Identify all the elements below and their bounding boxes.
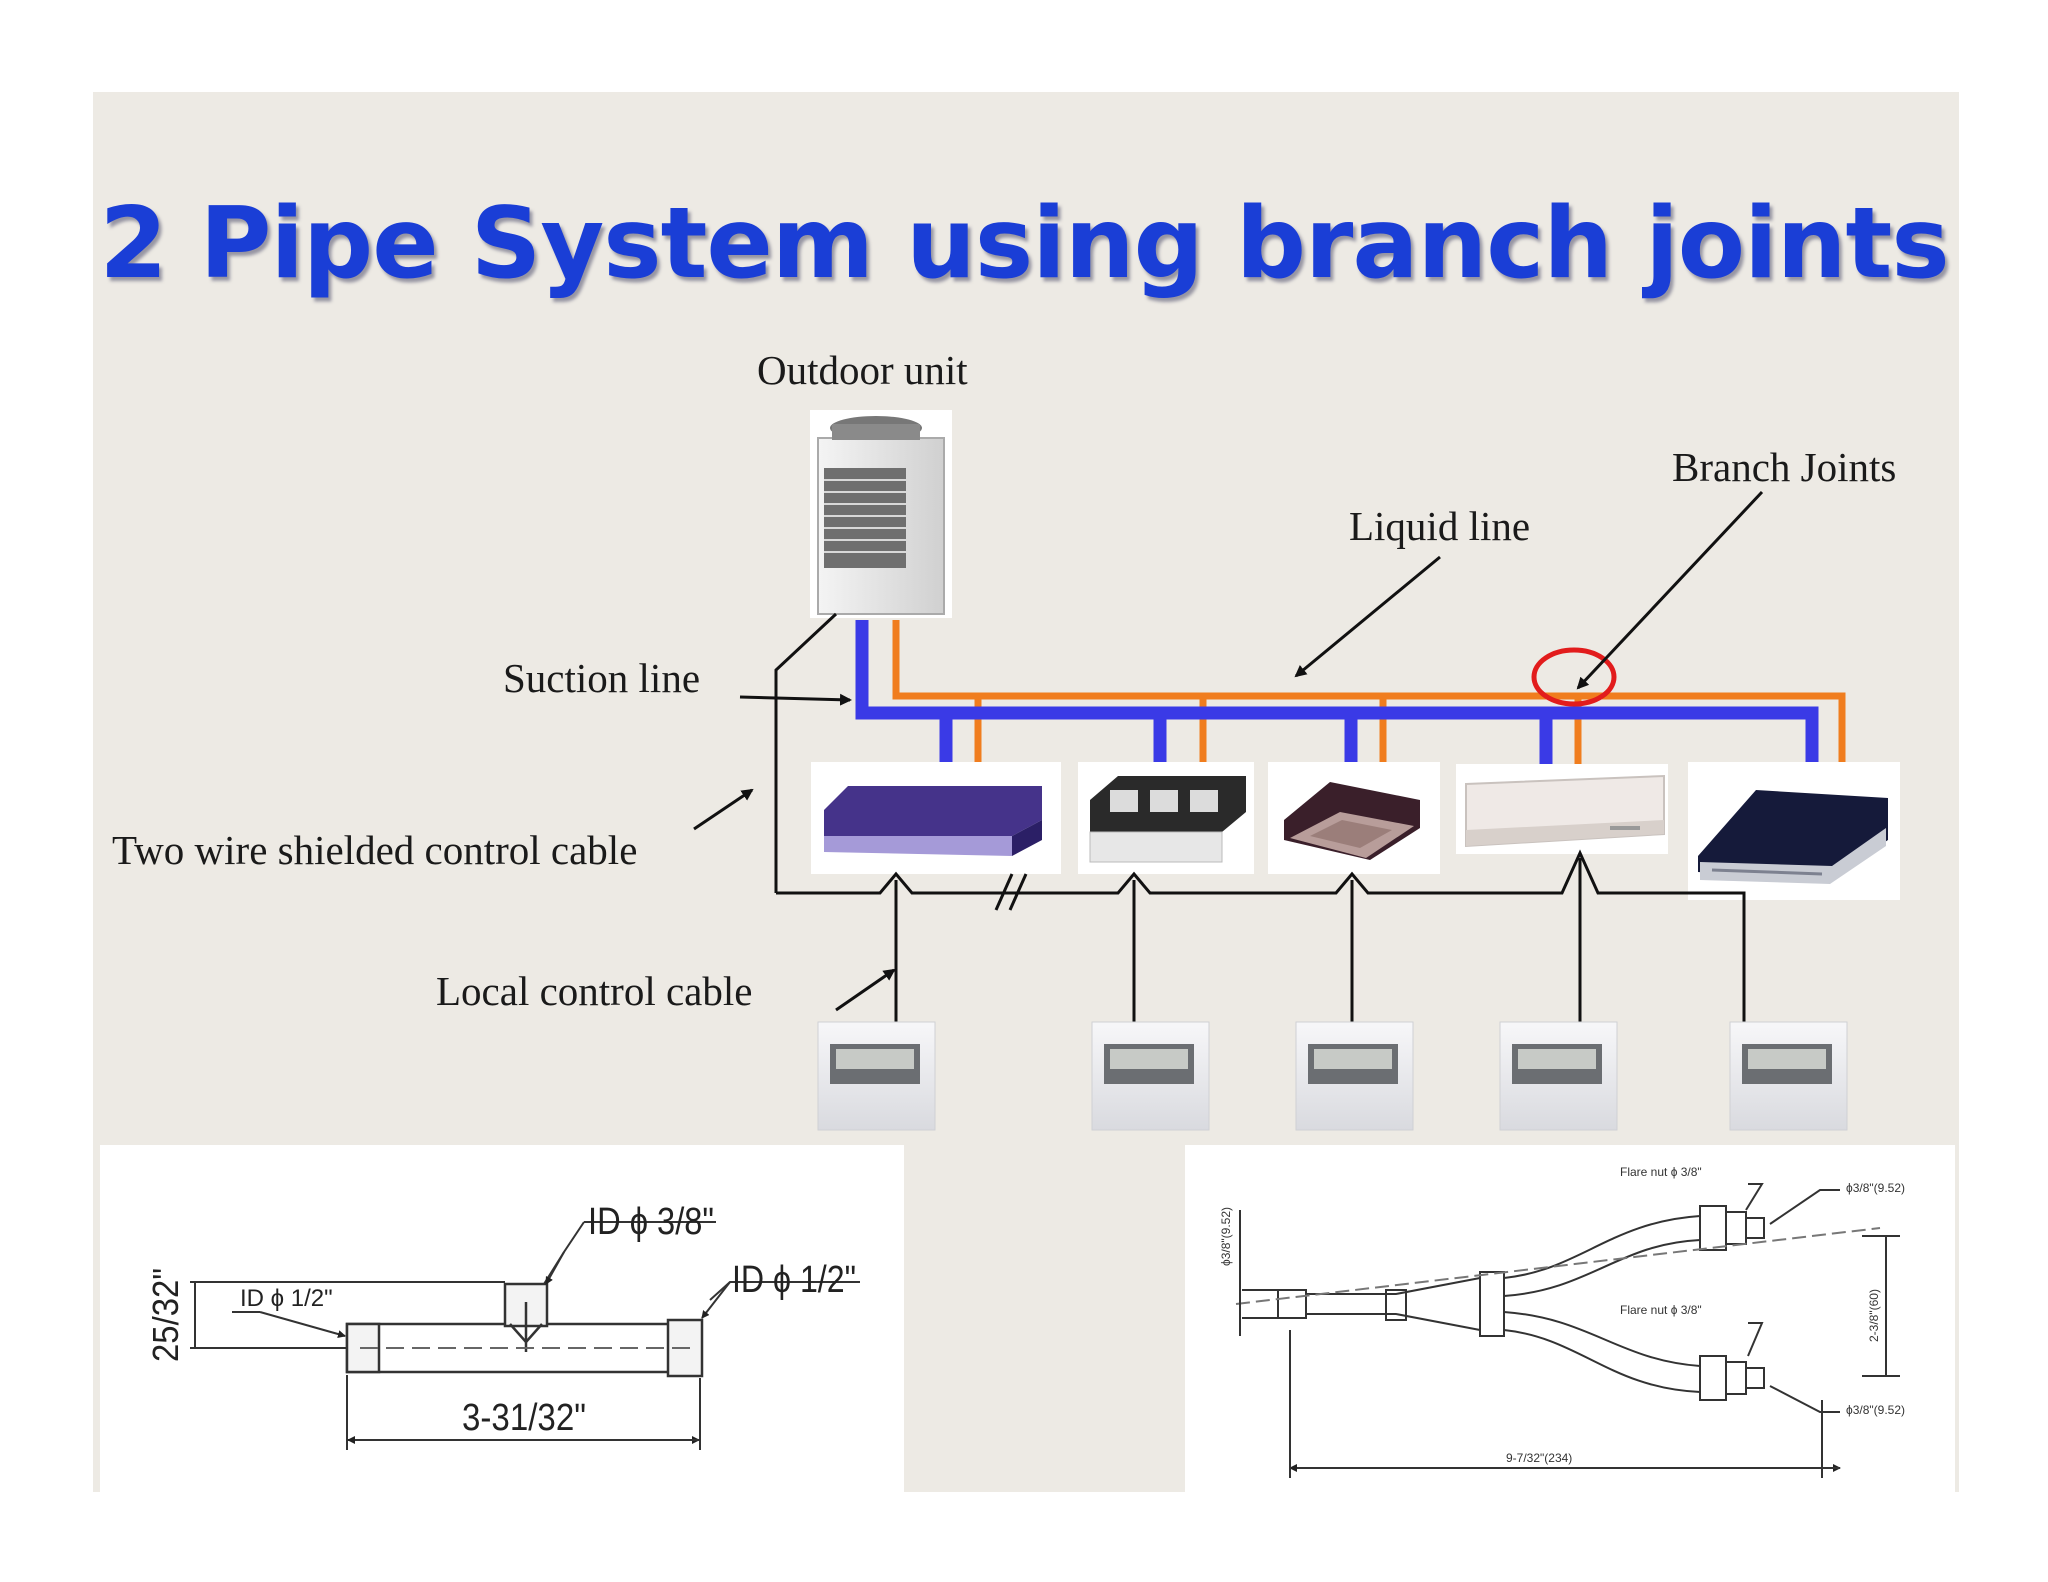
- branch-joint-drawing-right: [1185, 1145, 1955, 1493]
- remote-controllers: [817, 1021, 1848, 1131]
- outdoor-unit-label: Outdoor unit: [757, 347, 968, 393]
- remote-controller: [1091, 1021, 1210, 1131]
- remote-controller: [817, 1021, 936, 1131]
- page-title: 2 Pipe System using branch joints: [99, 187, 1949, 301]
- label-left-height: 25/32": [145, 1268, 186, 1362]
- label-left-right-id: ID ϕ 1/2": [732, 1259, 856, 1301]
- remote-controller: [1295, 1021, 1414, 1131]
- label-right-flare-bottom: Flare nut ϕ 3/8": [1620, 1303, 1702, 1317]
- label-right-out-top: ϕ3/8"(9.52): [1846, 1181, 1905, 1195]
- branch-joints-label: Branch Joints: [1672, 444, 1897, 490]
- label-right-out-bottom: ϕ3/8"(9.52): [1846, 1403, 1905, 1417]
- remote-controller: [1729, 1021, 1848, 1131]
- indoor-unit-compact-cassette: [1078, 762, 1254, 874]
- branch-joint-highlight: [1531, 647, 1617, 707]
- remote-controller: [1499, 1021, 1618, 1131]
- indoor-unit-ceiling-cassette: [1688, 762, 1900, 900]
- label-left-length: 3-31/32": [462, 1397, 586, 1439]
- indoor-unit-duct: [811, 762, 1061, 874]
- label-right-inlet: ϕ3/8"(9.52): [1219, 1207, 1233, 1266]
- control-cable-wiring: [774, 612, 1746, 1026]
- indoor-unit-round-cassette: [1268, 762, 1440, 874]
- label-right-flare-top: Flare nut ϕ 3/8": [1620, 1165, 1702, 1179]
- label-left-left-id: ID ϕ 1/2": [240, 1285, 333, 1312]
- control-cable-label: Two wire shielded control cable: [112, 827, 638, 873]
- liquid-line-label: Liquid line: [1349, 503, 1531, 549]
- local-control-cable-label: Local control cable: [436, 968, 753, 1014]
- branch-joint-drawing-left: [100, 1145, 904, 1493]
- indoor-unit-wall-mounted: [1456, 764, 1668, 854]
- outdoor-unit-image: [810, 410, 952, 618]
- label-right-length: 9-7/32"(234): [1506, 1451, 1572, 1465]
- label-right-spacing: 2-3/8"(60): [1867, 1289, 1881, 1342]
- label-left-top-id: ID ϕ 3/8": [588, 1201, 714, 1243]
- leader-arrows: [693, 490, 1764, 1012]
- suction-line-label: Suction line: [503, 655, 701, 701]
